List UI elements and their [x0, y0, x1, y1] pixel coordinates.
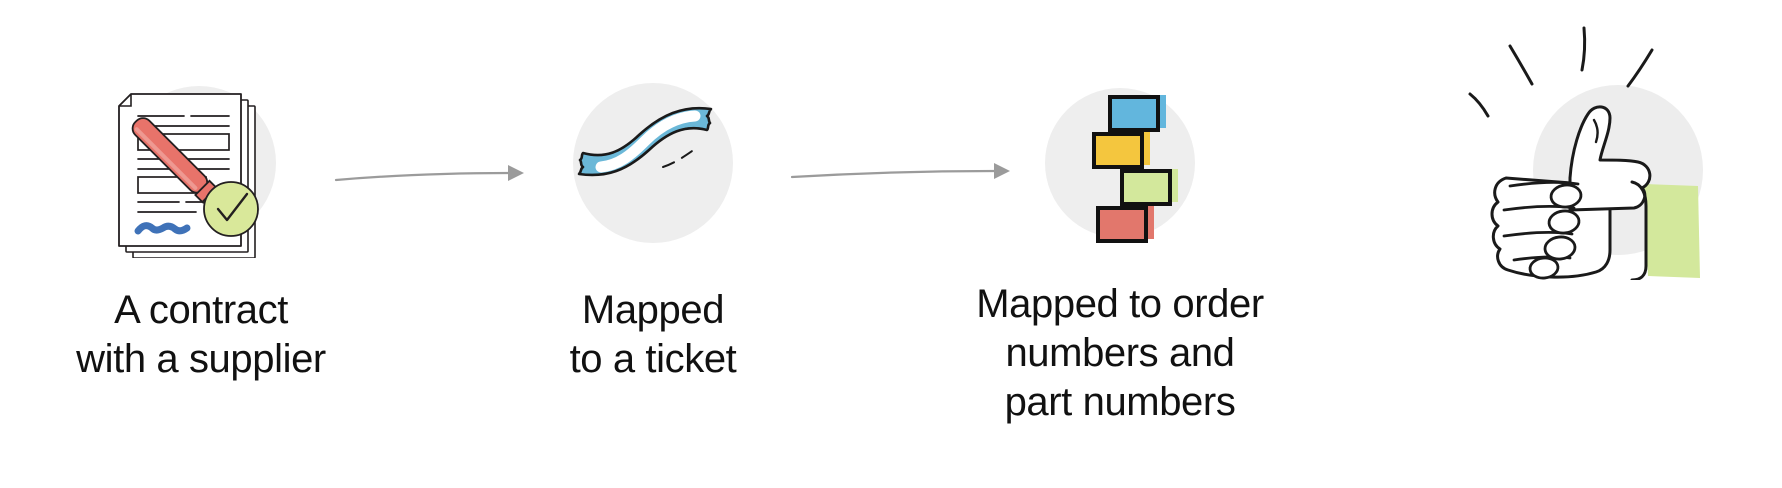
arrow-right-icon — [790, 163, 1010, 179]
step-ticket-caption: Mapped to a ticket — [569, 288, 737, 381]
signed-contract-icon — [118, 86, 276, 258]
connector-arrow-2 — [790, 155, 1020, 200]
thumbs-up-icon — [1468, 26, 1703, 280]
ticket-icon-wrap — [533, 68, 773, 258]
step-contract: A contract with a supplier — [56, 68, 346, 384]
ticket-ribbon-icon — [573, 83, 733, 243]
step-orders-caption: Mapped to order numbers and part numbers — [976, 282, 1264, 424]
step-done — [1448, 10, 1748, 280]
orders-icon-wrap — [1000, 68, 1240, 258]
stacked-cards-icon — [1045, 88, 1195, 243]
connector-arrow-1 — [334, 160, 534, 205]
arrow-right-icon — [334, 165, 524, 182]
step-contract-caption: A contract with a supplier — [76, 288, 326, 381]
step-orders: Mapped to order numbers and part numbers — [955, 68, 1285, 426]
contract-icon-wrap — [81, 68, 321, 258]
step-ticket: Mapped to a ticket — [533, 68, 773, 384]
thumbs-up-icon-wrap — [1448, 10, 1748, 280]
